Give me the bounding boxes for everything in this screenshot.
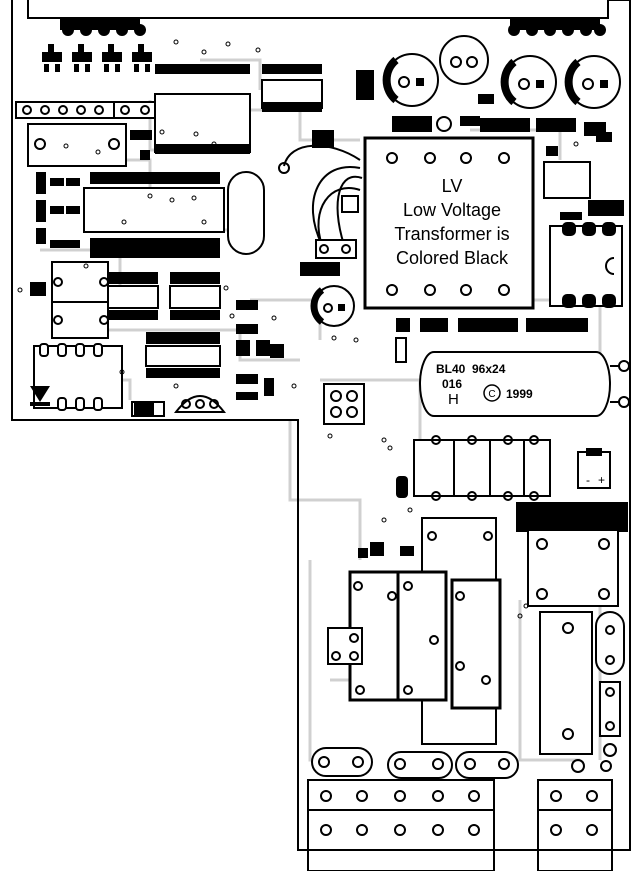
transformer-label-line1: LV <box>442 176 463 196</box>
electrolytic-cap-3 <box>500 55 557 109</box>
ic-row-middle <box>83 172 225 258</box>
transformer-label-line4: Colored Black <box>396 248 509 268</box>
vias <box>17 39 579 619</box>
bridge-rectifier-small <box>543 161 591 199</box>
header-strip-left <box>15 101 157 119</box>
optocoupler-right <box>549 222 623 308</box>
bridge-minus: - <box>586 473 590 487</box>
lv-transformer: LV Low Voltage Transformer is Colored Bl… <box>363 136 535 310</box>
transformer-label-line3: Transformer is <box>394 224 509 244</box>
relay-3 <box>450 578 502 710</box>
smd-left-column <box>36 130 152 248</box>
top-connector-left <box>60 18 146 36</box>
component-right-small <box>571 681 621 773</box>
electrolytic-cap-4 <box>564 55 621 109</box>
smd-transistors-top-left <box>42 44 152 72</box>
heatsink-regulator <box>516 502 628 607</box>
transformer-label-line2: Low Voltage <box>403 200 501 220</box>
terminal-block-main <box>307 779 495 851</box>
electrolytic-cap-2 <box>439 35 489 85</box>
fuse-holders <box>311 747 519 779</box>
copyright-symbol: C <box>488 389 495 400</box>
electrolytic-cap-1 <box>382 53 439 107</box>
wire-terminals <box>278 130 359 259</box>
capacitor-bank <box>396 435 551 501</box>
bridge-rectifier: - + <box>577 448 611 489</box>
top-connector-right <box>508 18 606 36</box>
capacitor-letter: H <box>448 391 459 408</box>
terminal-block-right <box>537 779 613 851</box>
ic-quad-middle <box>107 272 221 320</box>
trimmer-block-left <box>27 123 127 167</box>
smd-cluster-middle <box>236 262 340 400</box>
regulator-bottom <box>173 395 227 413</box>
board-outline <box>11 0 631 851</box>
smd-right-column <box>546 132 624 220</box>
capacitor-year: 1999 <box>506 387 533 401</box>
ic-row-top <box>154 64 323 154</box>
trimmer-lower-left <box>327 627 363 665</box>
capacitor-value: 96x24 <box>472 362 506 376</box>
capacitor-code: BL40 <box>436 362 466 376</box>
smd-near-relays <box>358 542 414 558</box>
relay-block-left <box>30 261 109 339</box>
ic-lower-left <box>145 332 221 378</box>
film-capacitor: BL40 96x24 016 H C 1999 <box>419 351 630 417</box>
header-2x2 <box>323 383 365 425</box>
diode-bottom <box>131 401 165 417</box>
test-point-top <box>436 116 452 132</box>
capacitor-code2: 016 <box>442 377 462 391</box>
smd-row-under-caps <box>356 70 606 136</box>
dip-bottom-left <box>30 343 123 411</box>
fuse-right <box>595 611 625 675</box>
bridge-plus: + <box>598 473 605 487</box>
electrolytic-cap-small <box>310 285 355 327</box>
relay-right <box>539 611 593 755</box>
relay-2 <box>396 570 448 702</box>
resistor-row-under-transformer <box>395 318 588 363</box>
crystal-oscillator <box>227 171 265 255</box>
